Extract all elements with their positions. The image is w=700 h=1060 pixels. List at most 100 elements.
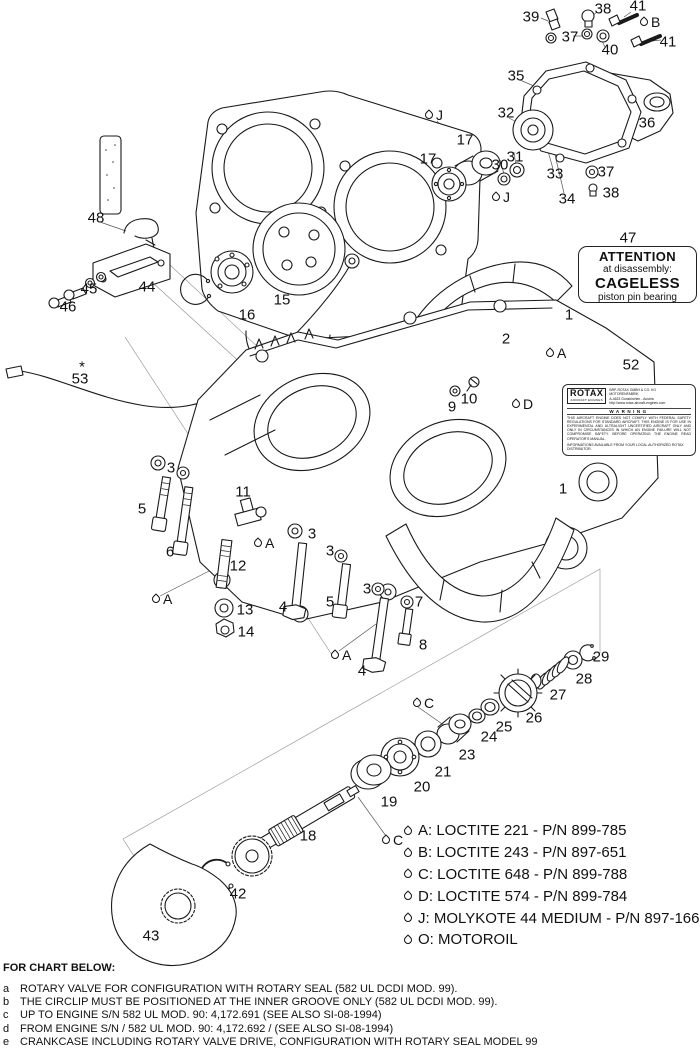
legend-item: A: LOCTITE 221 - P/N 899-785 xyxy=(402,820,699,842)
part-label-15: 15 xyxy=(273,291,291,309)
lubricant-marker-A: A xyxy=(252,535,274,551)
part-label-4: 4 xyxy=(357,662,367,680)
part-label-34: 34 xyxy=(558,190,576,208)
part-label-39: 39 xyxy=(522,8,540,26)
part-label-16: 16 xyxy=(238,306,256,324)
droplet-icon xyxy=(402,825,414,837)
part-label-4: 4 xyxy=(278,598,288,616)
droplet-icon xyxy=(402,912,414,924)
droplet-icon xyxy=(544,347,556,359)
part-label-20: 20 xyxy=(413,778,431,796)
lubricant-marker-B: B xyxy=(638,14,660,30)
part-label-38: 38 xyxy=(602,184,620,202)
part-label-35: 35 xyxy=(507,67,525,85)
droplet-icon xyxy=(150,593,162,605)
part-label-12: 12 xyxy=(229,557,247,575)
rotax-warning-footer: INFORMATIONS AVAILABLE FROM YOUR LOCAL A… xyxy=(567,442,684,452)
part-label-28: 28 xyxy=(575,670,593,688)
droplet-icon xyxy=(490,191,502,203)
part-label-47: 47 xyxy=(619,229,637,247)
droplet-icon xyxy=(510,398,522,410)
bearing-15-16-art xyxy=(180,250,254,305)
part-label-11: 11 xyxy=(235,483,251,501)
rotary-valve-art xyxy=(110,785,360,967)
droplet-icon xyxy=(402,890,414,902)
lubricant-marker-A: A xyxy=(150,591,172,607)
part-label-1: 1 xyxy=(558,480,568,498)
rotax-brand-text: ROTAX xyxy=(570,388,604,398)
part-label-2: 2 xyxy=(501,330,511,348)
part-label-13: 13 xyxy=(236,601,254,619)
part-label-7: 7 xyxy=(414,593,424,611)
attention-line3: CAGELESS xyxy=(595,275,680,292)
lubricant-marker-A: A xyxy=(544,345,566,361)
part-label-17: 17 xyxy=(456,131,474,149)
part-label-6: 6 xyxy=(165,543,175,561)
legend-item: J: MOLYKOTE 44 MEDIUM - P/N 897-166 xyxy=(402,907,699,929)
water-pump-art xyxy=(512,8,674,197)
upper-crankcase-art xyxy=(195,90,482,377)
footnotes-heading: FOR CHART BELOW: xyxy=(3,962,116,974)
lubricant-marker-A: A xyxy=(329,647,351,663)
part-label-3: 3 xyxy=(307,525,317,543)
part-label-17: 17 xyxy=(419,150,437,168)
part-label-5: 5 xyxy=(325,593,335,611)
part-label-*: * xyxy=(79,358,85,376)
droplet-icon xyxy=(638,16,650,28)
attention-line2: at disassembly: xyxy=(603,264,672,275)
gear-train-art xyxy=(350,644,596,790)
part-label-48: 48 xyxy=(87,209,105,227)
lubricant-marker-D: D xyxy=(510,396,533,412)
part-label-3: 3 xyxy=(325,542,335,560)
part-label-42: 42 xyxy=(229,885,247,903)
part-label-29: 29 xyxy=(592,648,610,666)
part-label-36: 36 xyxy=(638,114,656,132)
droplet-icon xyxy=(402,934,414,946)
bracket-and-cable-art xyxy=(5,135,360,408)
part-label-24: 24 xyxy=(480,728,498,746)
part-label-19: 19 xyxy=(380,793,398,811)
part-label-9: 9 xyxy=(447,398,457,416)
rotax-logo: ROTAX AIRCRAFT ENGINES xyxy=(567,388,607,404)
part-label-23: 23 xyxy=(458,746,476,764)
part-label-27: 27 xyxy=(549,686,567,704)
crank-bearings-art xyxy=(431,150,525,202)
part-label-41: 41 xyxy=(629,0,647,15)
attention-note: ATTENTION at disassembly: CAGELESS pisto… xyxy=(578,246,697,303)
part-label-40: 40 xyxy=(601,41,619,59)
part-label-52: 52 xyxy=(622,356,640,374)
droplet-icon xyxy=(411,697,423,709)
fan-shroud-lower-art xyxy=(385,517,575,623)
part-label-5: 5 xyxy=(137,500,147,518)
part-label-18: 18 xyxy=(299,827,317,845)
part-label-45: 45 xyxy=(80,280,98,298)
part-label-30: 30 xyxy=(491,156,509,174)
legend-item: O: MOTOROIL xyxy=(402,929,699,951)
droplet-icon xyxy=(402,847,414,859)
rotax-warning-title: WARNING xyxy=(567,407,691,415)
droplet-icon xyxy=(380,834,392,846)
part-label-3: 3 xyxy=(166,459,176,477)
part-label-25: 25 xyxy=(495,718,513,736)
part-label-32: 32 xyxy=(497,104,515,122)
lubricant-marker-C: C xyxy=(411,695,434,711)
droplet-icon xyxy=(402,868,414,881)
part-label-41: 41 xyxy=(659,33,677,51)
part-label-46: 46 xyxy=(59,298,77,316)
part-label-53: 53 xyxy=(71,370,89,388)
part-label-10: 10 xyxy=(460,390,478,408)
legend-item: B: LOCTITE 243 - P/N 897-651 xyxy=(402,842,699,864)
part-label-14: 14 xyxy=(237,623,255,641)
part-label-33: 33 xyxy=(546,165,564,183)
droplet-icon xyxy=(423,109,435,121)
